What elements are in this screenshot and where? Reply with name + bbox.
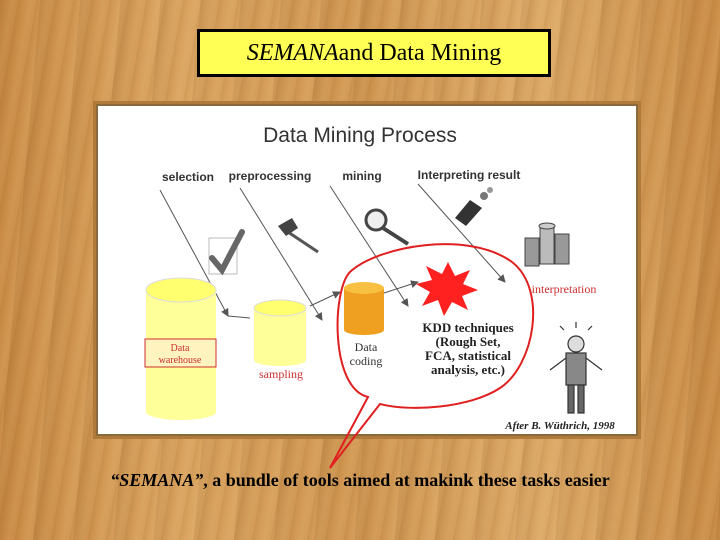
kdd-line-2: (Rough Set, xyxy=(435,334,500,349)
person-icon xyxy=(549,322,603,414)
caption-rest: , a bundle of tools aimed at makink thes… xyxy=(203,470,610,490)
title-italic: SEMANA xyxy=(246,39,339,66)
lamp-icon xyxy=(455,187,493,226)
kdd-line-4: analysis, etc.) xyxy=(431,362,505,377)
caption-italic: “SEMANA” xyxy=(110,470,204,490)
stage-mining: mining xyxy=(342,169,381,183)
sampling-label: sampling xyxy=(259,367,303,381)
diagram-heading: Data Mining Process xyxy=(263,124,457,147)
hammer-icon xyxy=(278,218,319,254)
checkmark-icon xyxy=(208,229,245,276)
coding-label-1: Data xyxy=(355,340,378,354)
callout-bubble xyxy=(329,243,535,469)
coins-icon xyxy=(524,222,570,267)
flow-lines xyxy=(159,183,506,321)
magnifier-icon xyxy=(364,208,410,246)
stage-interpreting: Interpreting result xyxy=(418,168,521,182)
slide-title: SEMANA and Data Mining xyxy=(197,29,551,77)
warehouse-label-2: warehouse xyxy=(159,355,202,366)
warehouse-cylinder xyxy=(144,277,217,420)
kdd-line-3: FCA, statistical xyxy=(425,348,511,363)
stage-selection: selection xyxy=(162,170,214,184)
warehouse-label-1: Data xyxy=(171,343,190,354)
sampling-cylinder xyxy=(253,299,307,366)
slide-caption: “SEMANA”, a bundle of tools aimed at mak… xyxy=(0,470,720,491)
kdd-line-1: KDD techniques xyxy=(422,320,513,335)
credit-label: After B. Wüthrich, 1998 xyxy=(504,420,615,432)
interpretation-label: interpretation xyxy=(532,282,597,296)
coding-label-2: coding xyxy=(350,354,383,368)
coding-cylinder xyxy=(344,282,384,335)
title-rest: and Data Mining xyxy=(338,39,502,66)
burst-icon xyxy=(416,262,478,316)
stage-preprocessing: preprocessing xyxy=(229,169,312,183)
